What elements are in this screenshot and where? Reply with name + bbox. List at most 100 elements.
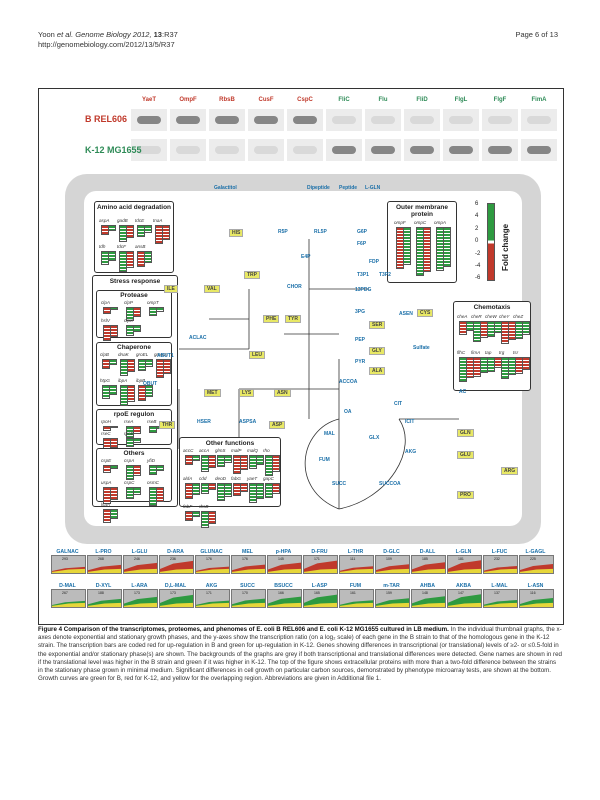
band bbox=[176, 116, 200, 124]
article-url[interactable]: http://genomebiology.com/2012/13/5/R37 bbox=[38, 40, 175, 49]
caption-label: Figure 4 Comparison of the transcriptome… bbox=[38, 626, 449, 633]
gene-bar bbox=[103, 307, 111, 314]
gene-label: tsr bbox=[513, 350, 519, 355]
gene-label: clpA bbox=[101, 300, 110, 305]
growth-fill-overlap bbox=[448, 602, 481, 607]
gene-label: malQ bbox=[247, 448, 258, 453]
strain-b-label: B REL606 bbox=[85, 114, 128, 124]
blot-k12-rbsb bbox=[209, 139, 245, 161]
growth-fill-overlap bbox=[304, 602, 337, 607]
gene-label: cheZ bbox=[513, 314, 524, 319]
gene-bar bbox=[272, 483, 280, 494]
gene-bar bbox=[108, 225, 116, 231]
band bbox=[254, 116, 278, 124]
gene-label: ompF bbox=[394, 220, 406, 225]
phenotype-name: D-FRU bbox=[311, 549, 328, 555]
growth-fill-primary bbox=[412, 596, 445, 607]
metabolite-hser: HSER bbox=[197, 419, 211, 425]
phenotype-name: p-HPA bbox=[275, 549, 292, 555]
band bbox=[371, 116, 395, 124]
growth-curve: 293 bbox=[51, 555, 86, 574]
citation-journal: et al. Genome Biology 2012, bbox=[54, 30, 154, 39]
amino-acid-asn: ASN bbox=[274, 389, 291, 397]
amino-acid-cys: CYS bbox=[417, 309, 434, 317]
protein-label-flid: FliD bbox=[416, 97, 428, 103]
gene-label: flhC bbox=[457, 350, 466, 355]
phenotype-tile: D-MAL 267 bbox=[51, 583, 86, 608]
growth-fill-primary bbox=[520, 563, 553, 573]
gene-label: cheA bbox=[457, 314, 468, 319]
growth-fill-overlap bbox=[88, 568, 121, 573]
phenotype-value: 171 bbox=[314, 557, 320, 561]
growth-fill-overlap bbox=[520, 602, 553, 607]
metabolite-succoa: SUCCOA bbox=[379, 481, 401, 487]
metabolite-g6p: G6P bbox=[357, 229, 368, 235]
protein-label-cusf: CusF bbox=[258, 97, 274, 103]
gene-bar bbox=[109, 385, 117, 395]
gene-bar bbox=[133, 487, 141, 495]
band bbox=[137, 116, 161, 124]
gene-label: cheW bbox=[485, 314, 497, 319]
metabolite-e4p: E4P bbox=[301, 254, 311, 260]
phenotype-name: D-XYL bbox=[95, 583, 112, 589]
phenotype-name: L-THR bbox=[347, 549, 364, 555]
phenotype-value: 147 bbox=[458, 591, 464, 595]
gene-bar bbox=[126, 225, 134, 238]
growth-curve: 116 bbox=[519, 589, 554, 608]
blot-k12-fima bbox=[521, 139, 557, 161]
gene-bar bbox=[110, 487, 118, 500]
phenotype-value: 232 bbox=[494, 557, 500, 561]
gene-bar bbox=[192, 511, 200, 517]
amino-acid-asp: ASP bbox=[269, 421, 286, 429]
gene-label: rpoE bbox=[124, 431, 134, 436]
growth-fill-primary bbox=[232, 564, 265, 573]
gene-bar bbox=[192, 455, 200, 461]
gene-label: tap bbox=[485, 350, 492, 355]
growth-curve: 145 bbox=[267, 555, 302, 574]
growth-fill-primary bbox=[232, 598, 265, 607]
gene-label: accA bbox=[199, 448, 210, 453]
page-number: Page 6 of 13 bbox=[515, 30, 558, 39]
metabolite-t3p2: T3P2 bbox=[379, 272, 391, 278]
gene-bar bbox=[224, 483, 232, 497]
gene-bar bbox=[149, 426, 157, 433]
gene-label: rpoH bbox=[101, 419, 111, 424]
phenotype-name: AKG bbox=[205, 583, 218, 589]
gene-bar bbox=[110, 438, 118, 448]
metabolite-accoa: ACCOA bbox=[339, 379, 358, 385]
growth-fill-overlap bbox=[448, 568, 481, 573]
blot-b-rbsb bbox=[209, 109, 245, 131]
growth-fill-primary bbox=[268, 562, 301, 573]
band bbox=[527, 116, 551, 124]
growth-curve: 181 bbox=[447, 555, 482, 574]
legend-tick: 2 bbox=[475, 225, 479, 232]
rpoe-regulon-title: rpoE regulon bbox=[113, 411, 155, 418]
phenotype-name: D-MAL bbox=[59, 583, 76, 589]
protein-label-flgl: FlgL bbox=[454, 97, 468, 103]
gene-bar bbox=[208, 511, 216, 524]
amino-acid-thr: THR bbox=[159, 421, 176, 429]
amino-acid-gln: GLN bbox=[457, 429, 474, 437]
growth-fill-primary bbox=[88, 598, 121, 607]
phenotype-value: 267 bbox=[62, 591, 68, 595]
gene-bar bbox=[156, 307, 164, 312]
growth-curve: 161 bbox=[339, 589, 374, 608]
growth-fill-overlap bbox=[412, 602, 445, 607]
phenotype-value: 148 bbox=[422, 591, 428, 595]
blot-b-flic bbox=[326, 109, 362, 131]
phenotype-value: 293 bbox=[62, 557, 68, 561]
protein-label-yaet: YaeT bbox=[141, 97, 156, 103]
caption-text: In the individual thumbnail graphs, the … bbox=[38, 626, 562, 683]
gene-bar bbox=[443, 227, 451, 267]
